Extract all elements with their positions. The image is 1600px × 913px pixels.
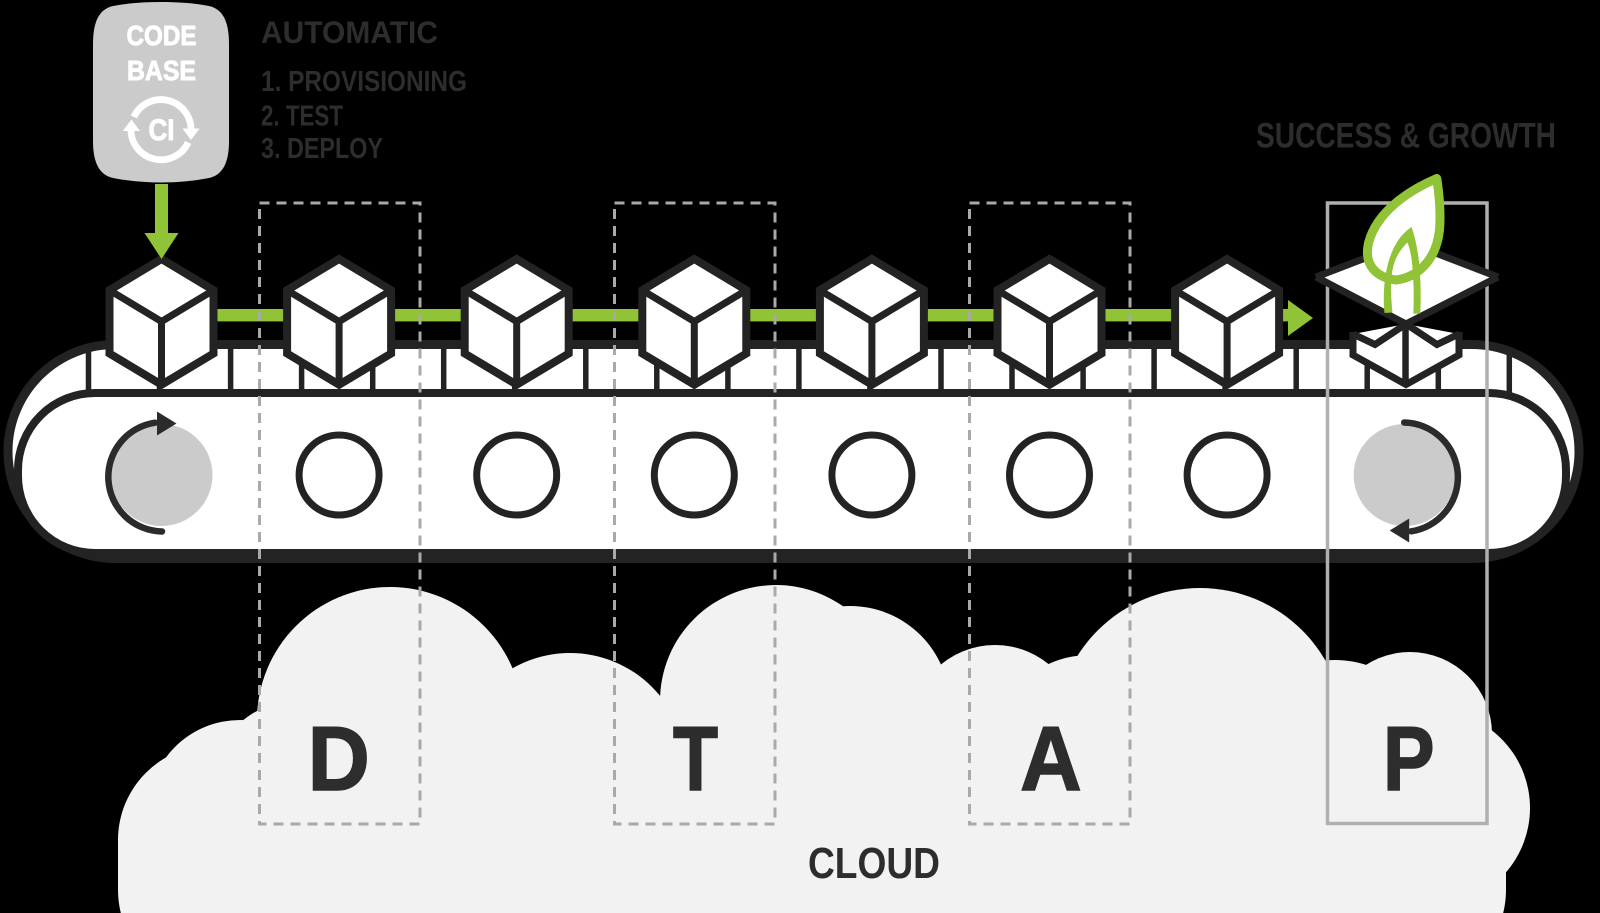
svg-text:A: A <box>1020 709 1082 810</box>
svg-text:3. DEPLOY: 3. DEPLOY <box>261 133 383 165</box>
svg-text:BASE: BASE <box>127 55 196 86</box>
svg-text:T: T <box>673 709 718 810</box>
svg-text:P: P <box>1383 709 1435 810</box>
svg-text:1. PROVISIONING: 1. PROVISIONING <box>261 66 467 98</box>
svg-text:CODE: CODE <box>127 20 197 51</box>
svg-text:CI: CI <box>149 114 175 147</box>
svg-text:SUCCESS & GROWTH: SUCCESS & GROWTH <box>1256 117 1556 156</box>
svg-text:CLOUD: CLOUD <box>808 839 940 888</box>
svg-text:2. TEST: 2. TEST <box>261 101 343 133</box>
svg-text:AUTOMATIC: AUTOMATIC <box>261 14 438 50</box>
svg-text:D: D <box>308 709 370 810</box>
